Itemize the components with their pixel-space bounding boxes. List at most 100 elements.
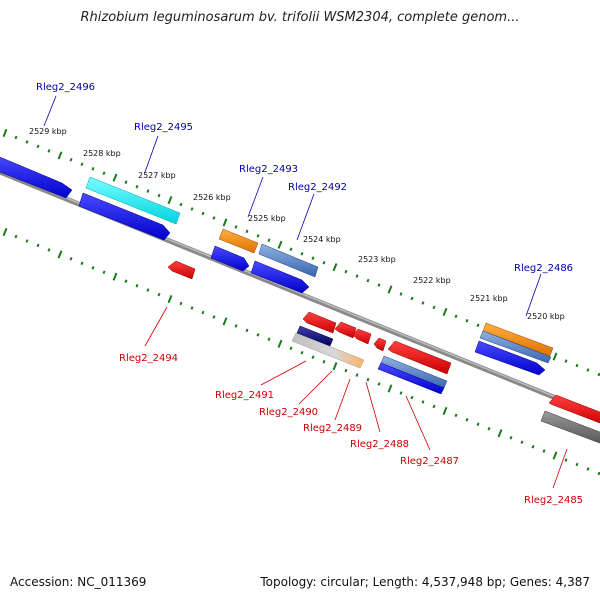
- gene-rleg2-2493-cds[interactable]: [210, 245, 250, 272]
- gene-rleg2-2486-cds[interactable]: [474, 340, 546, 376]
- outer-tick-6: [69, 158, 73, 162]
- inner-tick-23: [256, 333, 260, 337]
- inner-tick-11: [124, 279, 128, 283]
- inner-tick-8: [91, 266, 95, 270]
- outer-tick-38: [421, 301, 425, 305]
- outer-tick-22: [245, 229, 249, 234]
- label-rleg2-2491[interactable]: Rleg2_2491: [215, 390, 274, 401]
- label-rleg2-2495[interactable]: Rleg2_2495: [134, 122, 193, 133]
- outer-tick-4: [47, 149, 51, 153]
- outer-tick-8: [91, 167, 95, 171]
- accession-text: Accession: NC_011369: [10, 575, 147, 589]
- gene-rleg2-2492-cds[interactable]: [250, 260, 310, 294]
- label-rleg2-2496[interactable]: Rleg2_2496: [36, 82, 95, 93]
- gene-rleg2-2486-b[interactable]: [479, 330, 552, 364]
- inner-tick-0: [2, 227, 8, 237]
- inner-tick-24: [267, 337, 271, 342]
- reverse-gene-labels: Rleg2_2494 Rleg2_2491 Rleg2_2490 Rleg2_2…: [119, 353, 583, 506]
- gene-rleg2-2486[interactable]: [482, 322, 554, 357]
- inner-tick-52: [575, 462, 579, 467]
- label-rleg2-2487[interactable]: Rleg2_2487: [400, 456, 459, 467]
- outer-tick-12: [135, 184, 139, 189]
- genome-summary-text: Topology: circular; Length: 4,537,948 bp…: [260, 575, 590, 589]
- inner-tick-29: [322, 359, 326, 364]
- outer-tick-31: [344, 269, 348, 274]
- inner-tick-22: [245, 328, 249, 333]
- inner-tick-41: [454, 413, 458, 418]
- kbp-label-2527: 2527 kbp: [138, 171, 176, 180]
- outer-tick-3: [36, 144, 40, 149]
- outer-tick-27: [300, 251, 304, 256]
- gene-rleg2-2490-a[interactable]: [334, 321, 357, 339]
- inner-tick-34: [377, 382, 381, 386]
- outer-tick-34: [377, 283, 381, 287]
- inner-tick-45: [497, 429, 503, 438]
- inner-tick-15: [167, 295, 173, 304]
- outer-tick-35: [387, 285, 393, 294]
- inner-tick-32: [355, 373, 359, 377]
- outer-tick-53: [586, 368, 590, 372]
- kbp-label-2524: 2524 kbp: [303, 235, 341, 244]
- inner-tick-36: [399, 391, 403, 395]
- label-rleg2-2488[interactable]: Rleg2_2488: [350, 439, 409, 450]
- inner-tick-50: [552, 451, 558, 460]
- label-rleg2-2489[interactable]: Rleg2_2489: [303, 423, 362, 434]
- inner-tick-33: [366, 377, 370, 382]
- outer-tick-14: [157, 193, 161, 198]
- kbp-label-2520: 2520 kbp: [527, 312, 565, 321]
- leader-lines: [43, 95, 568, 489]
- gene-rleg2-2492[interactable]: [258, 243, 319, 278]
- inner-tick-3: [36, 243, 40, 248]
- gene-rleg2-2496[interactable]: [0, 155, 73, 199]
- gene-rleg2-2493[interactable]: [218, 228, 259, 254]
- outer-tick-9: [102, 171, 106, 176]
- gene-rleg2-2487[interactable]: [377, 362, 445, 395]
- inner-tick-5: [57, 250, 63, 259]
- inner-tick-19: [212, 315, 216, 319]
- outer-tick-32: [355, 274, 359, 278]
- gene-rleg2-2494[interactable]: [167, 260, 196, 280]
- inner-tick-49: [542, 449, 546, 453]
- inner-tick-46: [509, 435, 513, 440]
- inner-tick-31: [344, 368, 348, 373]
- label-rleg2-2490[interactable]: Rleg2_2490: [259, 407, 318, 418]
- outer-tick-15: [167, 196, 173, 205]
- gene-rleg2-2495[interactable]: [85, 176, 181, 225]
- outer-tick-19: [212, 216, 216, 220]
- gene-rleg2-2491-a[interactable]: [302, 311, 337, 334]
- gene-rleg2-2491[interactable]: [296, 325, 334, 347]
- gene-rleg2-2488[interactable]: [373, 337, 387, 352]
- inner-tick-2: [25, 239, 29, 243]
- outer-tick-29: [322, 260, 326, 265]
- label-rleg2-2486[interactable]: Rleg2_2486: [514, 263, 573, 274]
- outer-tick-41: [454, 314, 458, 319]
- gene-rleg2-2490[interactable]: [291, 332, 365, 369]
- label-rleg2-2494[interactable]: Rleg2_2494: [119, 353, 178, 364]
- inner-tick-12: [135, 283, 139, 288]
- inner-tick-30: [332, 362, 338, 371]
- gene-rleg2-2489-a[interactable]: [352, 328, 372, 345]
- label-rleg2-2493[interactable]: Rleg2_2493: [239, 164, 298, 175]
- outer-tick-17: [190, 207, 194, 211]
- outer-tick-21: [234, 225, 238, 229]
- gene-rleg2-2487-a[interactable]: [387, 340, 452, 375]
- gene-rleg2-2485-b[interactable]: [540, 410, 600, 445]
- inner-tick-35: [387, 384, 393, 393]
- outer-tick-30: [332, 263, 338, 272]
- outer-tick-5: [57, 151, 63, 160]
- kbp-label-2522: 2522 kbp: [413, 276, 451, 285]
- kbp-label-2528: 2528 kbp: [83, 149, 121, 158]
- outer-tick-11: [124, 180, 128, 184]
- outer-tick-1: [14, 135, 18, 140]
- inner-tick-53: [586, 467, 590, 471]
- label-rleg2-2485[interactable]: Rleg2_2485: [524, 495, 583, 506]
- gene-rleg2-2495b[interactable]: [78, 192, 171, 241]
- inner-tick-20: [222, 317, 228, 326]
- gene-rleg2-2485[interactable]: [548, 394, 600, 425]
- inner-tick-13: [146, 288, 150, 292]
- inner-tick-26: [289, 346, 293, 351]
- outer-tick-7: [80, 162, 84, 167]
- inner-tick-7: [80, 261, 84, 266]
- label-rleg2-2492[interactable]: Rleg2_2492: [288, 182, 347, 193]
- inner-tick-1: [14, 234, 18, 239]
